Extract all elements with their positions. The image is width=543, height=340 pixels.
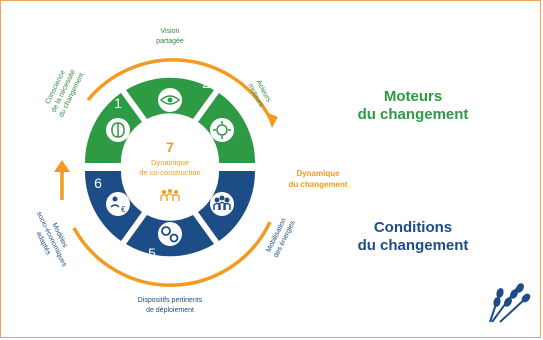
- left-arrow-head: [54, 160, 70, 172]
- center-line2: de co-construction: [139, 168, 200, 177]
- segment-5-number: 5: [148, 245, 156, 261]
- dynamic-label-line1: Dynamique: [296, 169, 340, 178]
- segment-2-number: 2: [202, 75, 210, 91]
- gear-bulb-icon: [210, 118, 234, 142]
- motors-title-line1: Moteurs: [384, 88, 442, 105]
- segment-1-number: 1: [114, 95, 122, 111]
- label-5-line1: Dispositifs pertinents: [138, 297, 203, 304]
- top-arrow: [86, 58, 272, 119]
- motors-title-line2: du changement: [358, 106, 469, 123]
- svg-text:€: €: [121, 205, 126, 214]
- bottom-arrow: [72, 221, 272, 287]
- gears-icon: [158, 222, 182, 246]
- center-line1: Dynamique: [151, 158, 189, 167]
- money-people-icon: [106, 192, 130, 216]
- conditions-title-line2: du changement: [358, 237, 469, 254]
- center-circle: [122, 119, 218, 215]
- center-number: 7: [166, 139, 174, 155]
- dynamic-label-line2: du changement: [288, 180, 347, 189]
- segment-4-number: 4: [234, 229, 242, 245]
- segment-3-number: 3: [256, 147, 264, 163]
- conditions-title-line1: Conditions: [374, 219, 452, 236]
- label-2-line1: Vision: [161, 28, 180, 35]
- team-icon: [160, 189, 180, 201]
- segment-6-number: 6: [94, 175, 102, 191]
- label-2-line2: partagée: [156, 38, 184, 45]
- label-5-line2: de déploiement: [146, 307, 194, 314]
- plant-logo: [489, 283, 531, 323]
- top-arrow-head: [266, 112, 278, 128]
